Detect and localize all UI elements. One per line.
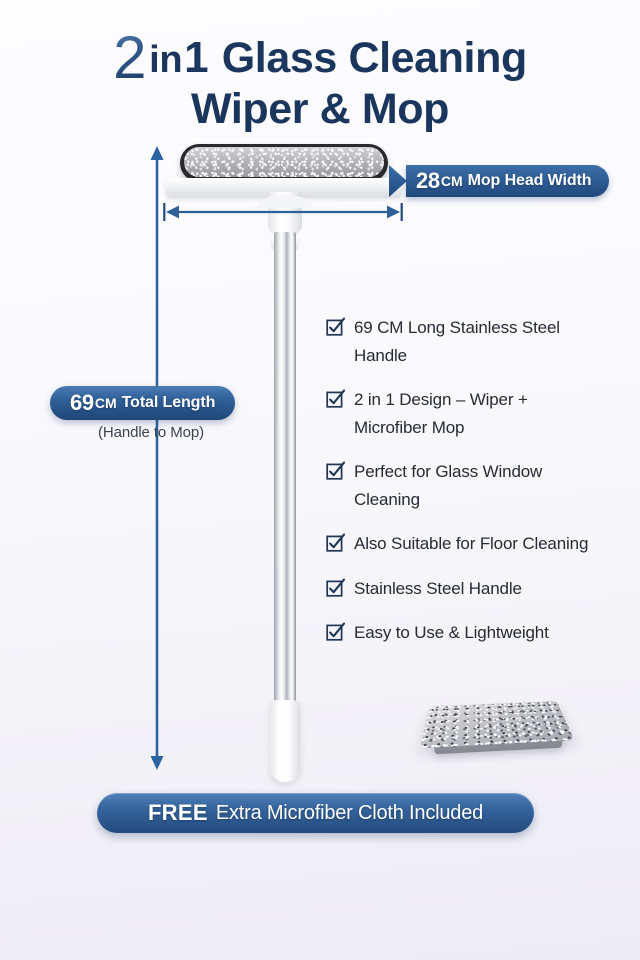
handle-grip: [270, 700, 300, 782]
list-item-label: Perfect for Glass Window Cleaning: [354, 462, 543, 509]
title-number-1: 1: [184, 33, 209, 82]
badge-length-number: 69: [70, 390, 94, 415]
title-number-2: 2: [113, 24, 149, 91]
microfiber-cloth: [418, 686, 578, 768]
microfiber-mop-pad: [180, 144, 388, 182]
feature-list: 69 CM Long Stainless Steel Handle 2 in 1…: [326, 314, 594, 664]
checkbox-checked-icon: [326, 317, 346, 336]
banner-text: Extra Microfiber Cloth Included: [215, 801, 484, 824]
pole-collar: [272, 236, 298, 249]
checkbox-checked-icon: [326, 461, 346, 480]
cloth-body: [419, 701, 575, 749]
badge-length-unit: CM: [94, 395, 117, 411]
badge-width-unit: CM: [440, 173, 463, 189]
list-item-label: 2 in 1 Design – Wiper + Microfiber Mop: [354, 390, 528, 437]
list-item-label: 69 CM Long Stainless Steel Handle: [354, 318, 560, 365]
list-item-label: Stainless Steel Handle: [354, 578, 522, 598]
double-arrow-vertical-icon: [150, 146, 164, 770]
banner-highlight: FREE: [147, 800, 208, 825]
stainless-steel-pole: [274, 232, 296, 712]
page-title: 2in1 Glass Cleaning Wiper & Mop: [0, 28, 640, 133]
badge-length-label: Total Length: [121, 394, 216, 411]
title-line-2: Wiper & Mop: [191, 85, 449, 133]
list-item-label: Easy to Use & Lightweight: [354, 623, 549, 643]
checkbox-checked-icon: [326, 389, 346, 408]
title-word-in: in: [149, 39, 183, 81]
checkbox-checked-icon: [326, 622, 346, 641]
title-line-1: 2in1 Glass Cleaning: [0, 28, 640, 88]
list-item: 69 CM Long Stainless Steel Handle: [326, 314, 594, 369]
list-item: Easy to Use & Lightweight: [326, 619, 594, 647]
badge-width-number: 28: [416, 168, 440, 193]
checkbox-checked-icon: [326, 578, 346, 597]
double-arrow-horizontal-icon: [163, 203, 403, 221]
list-item: Perfect for Glass Window Cleaning: [326, 458, 594, 513]
squeegee-blade: [166, 178, 402, 197]
checkbox-checked-icon: [326, 533, 346, 552]
badge-length-note: (Handle to Mop): [97, 424, 205, 441]
title-rest: Glass Cleaning: [221, 34, 527, 82]
list-item: Also Suitable for Floor Cleaning: [326, 530, 594, 558]
cloth-fold: [433, 730, 563, 755]
badge-total-length: 69 CM Total Length: [50, 386, 236, 420]
badge-width-label: Mop Head Width: [467, 172, 592, 189]
badge-mop-head-width: 28 CM Mop Head Width: [406, 165, 610, 197]
free-offer-banner: FREE Extra Microfiber Cloth Included: [97, 793, 534, 833]
list-item-label: Also Suitable for Floor Cleaning: [354, 534, 589, 554]
list-item: Stainless Steel Handle: [326, 575, 594, 603]
list-item: 2 in 1 Design – Wiper + Microfiber Mop: [326, 386, 594, 441]
